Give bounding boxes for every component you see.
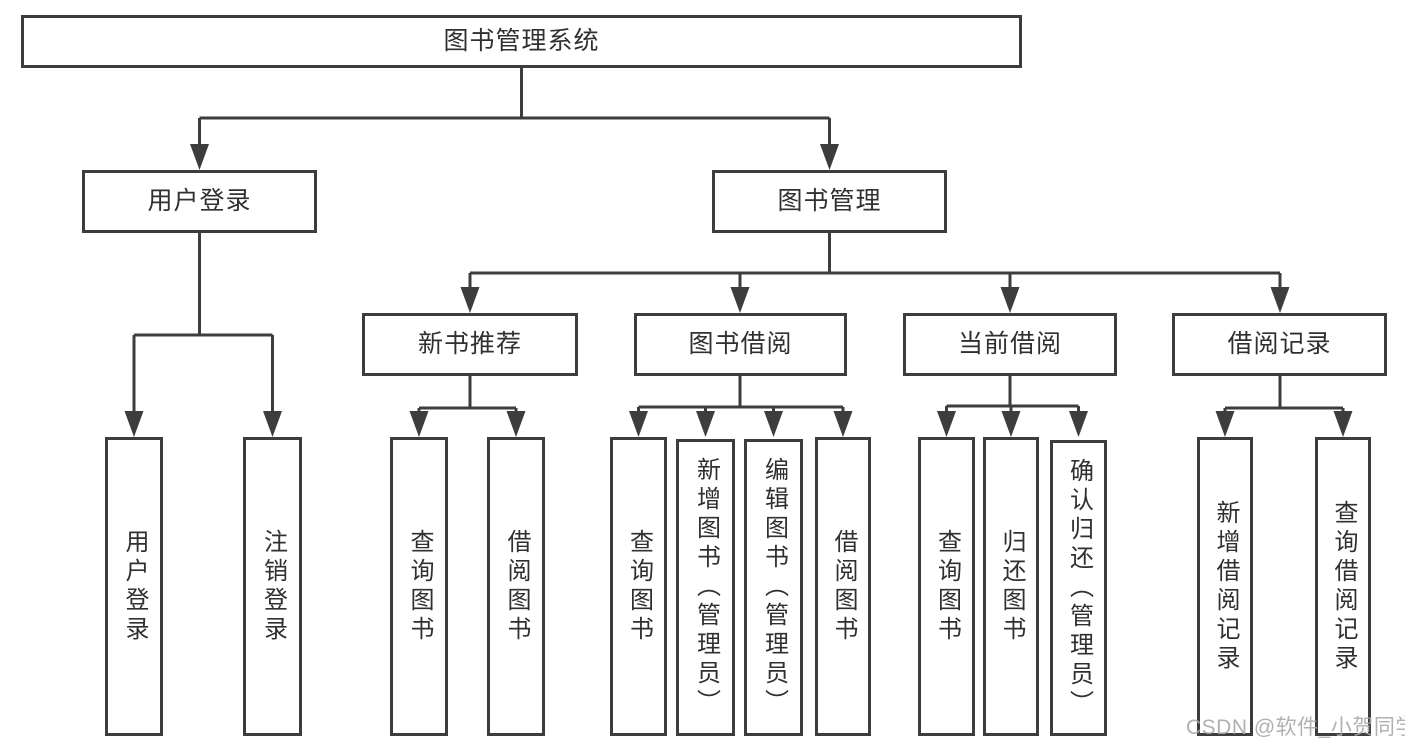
leaf-borrow-edit-book: 编辑图书（管理员） (744, 439, 803, 736)
leaf-recommend-borrow-book: 借阅图书 (487, 437, 545, 736)
leaf-record-add-label: 新增借阅记录 (1212, 499, 1239, 674)
leaf-user-login: 用户登录 (105, 437, 163, 736)
leaf-user-login-label: 用户登录 (121, 528, 148, 645)
leaf-current-confirm-return: 确认归还（管理员） (1050, 440, 1107, 736)
leaf-borrow-edit-book-label: 编辑图书（管理员） (760, 457, 788, 718)
leaf-logout: 注销登录 (243, 437, 302, 736)
node-new-book-recommend-label: 新书推荐 (417, 330, 522, 358)
leaf-borrow-search-book: 查询图书 (610, 437, 667, 736)
leaf-current-search-book: 查询图书 (918, 437, 975, 736)
leaf-current-search-book-label: 查询图书 (933, 528, 961, 645)
leaf-borrow-borrow-book: 借阅图书 (815, 437, 871, 736)
node-current-borrow: 当前借阅 (903, 313, 1117, 376)
node-borrow-record-label: 借阅记录 (1227, 330, 1332, 358)
node-book-borrow-label: 图书借阅 (688, 330, 793, 358)
node-borrow-record: 借阅记录 (1172, 313, 1387, 376)
node-new-book-recommend: 新书推荐 (362, 313, 578, 376)
leaf-borrow-add-book-label: 新增图书（管理员） (692, 457, 720, 718)
node-user-login: 用户登录 (82, 170, 317, 233)
leaf-borrow-borrow-book-label: 借阅图书 (830, 528, 857, 645)
leaf-record-search: 查询借阅记录 (1315, 437, 1371, 736)
node-root-label: 图书管理系统 (443, 27, 600, 55)
node-current-borrow-label: 当前借阅 (957, 330, 1062, 358)
node-book-borrow: 图书借阅 (634, 313, 847, 376)
node-book-management: 图书管理 (712, 170, 947, 233)
leaf-record-search-label: 查询借阅记录 (1330, 499, 1357, 674)
leaf-recommend-search-book: 查询图书 (390, 437, 448, 736)
csdn-watermark: CSDN @软件_小贺同学 (1186, 716, 1405, 739)
leaf-current-return-book: 归还图书 (983, 437, 1039, 736)
node-book-management-label: 图书管理 (777, 187, 882, 215)
leaf-borrow-search-book-label: 查询图书 (625, 528, 653, 645)
leaf-borrow-add-book: 新增图书（管理员） (676, 439, 735, 736)
leaf-current-confirm-return-label: 确认归还（管理员） (1065, 457, 1093, 719)
leaf-recommend-borrow-book-label: 借阅图书 (503, 528, 530, 645)
leaf-record-add: 新增借阅记录 (1197, 437, 1253, 736)
node-user-login-label: 用户登录 (147, 187, 252, 215)
leaf-logout-label: 注销登录 (259, 528, 287, 645)
leaf-current-return-book-label: 归还图书 (998, 528, 1025, 645)
node-root: 图书管理系统 (21, 15, 1022, 68)
leaf-recommend-search-book-label: 查询图书 (406, 528, 433, 645)
